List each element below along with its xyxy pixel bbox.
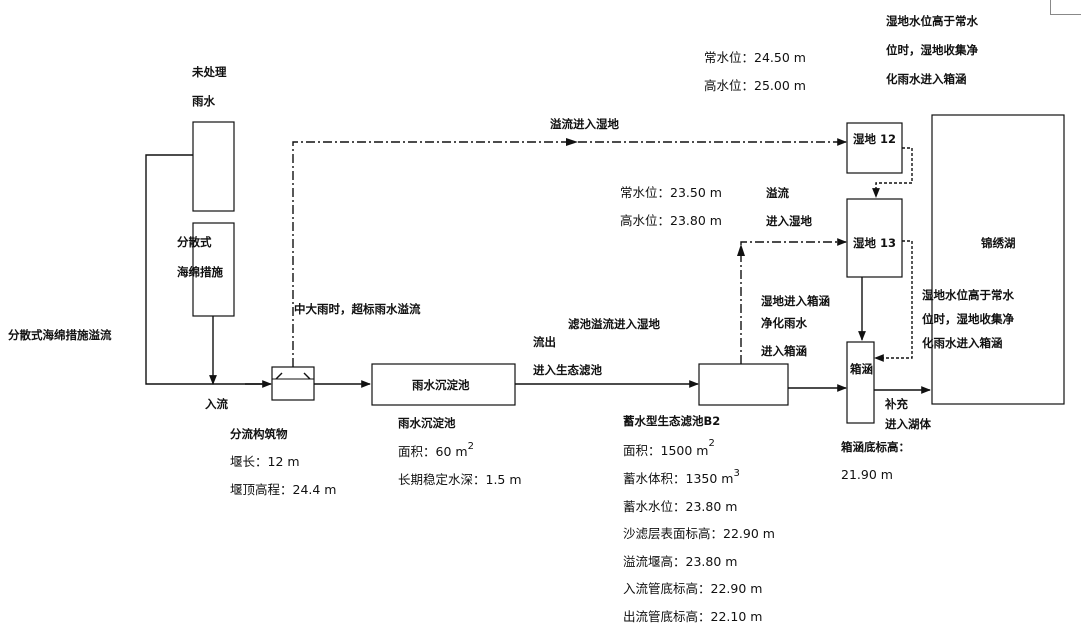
wetland-13-box (846, 198, 903, 278)
filter-up-arrowhead (737, 244, 745, 256)
label-filter-weir: 溢流堰高：23.80 m (623, 554, 737, 569)
settling-pond-box (371, 363, 516, 406)
label-into-wetland: 进入湿地 (766, 214, 812, 228)
label-inflow: 入流 (205, 397, 228, 411)
settling-box-label: 雨水沉淀池 (412, 378, 470, 392)
label-culvert: 箱涵 (850, 362, 873, 376)
culvert-box (846, 341, 875, 424)
label-filter-outlet: 出流管底标高：22.10 m (623, 609, 762, 624)
label-culvert-bottom: 箱涵底标高： (841, 440, 910, 454)
label-sponge-overflow: 分散式海绵措施溢流 (8, 328, 112, 342)
label-settling-area: 面积：60 m2 (398, 441, 474, 459)
label-rainwater: 雨水 (192, 94, 215, 108)
label-wetland-12: 湿地 12 (853, 132, 896, 146)
label-supplement: 补充 (884, 397, 908, 411)
distributed-sponge-box (192, 222, 235, 317)
label-into-lake: 进入湖体 (885, 417, 931, 431)
label-into-eco-pond: 进入生态滤池 (533, 363, 602, 377)
label-outflow: 流出 (533, 335, 556, 349)
label-mid-note-1: 湿地进入箱涵 (761, 294, 830, 308)
diversion-well-box (271, 366, 315, 401)
label-culvert-bottom-value: 21.90 m (841, 467, 893, 482)
label-wetland-13: 湿地 13 (853, 236, 896, 250)
label-high-level-13: 高水位：23.80 m (620, 213, 722, 228)
diversion-tick-left (275, 372, 283, 380)
label-sponge: 海绵措施 (177, 265, 223, 279)
eco-filter-box (698, 363, 789, 406)
wetland-12-box (846, 122, 903, 174)
label-heavy-rain: 中大雨时，超标雨水溢流 (294, 302, 421, 316)
label-overflow: 溢流 (766, 186, 789, 200)
label-note-top-1: 湿地水位高于常水 (886, 14, 978, 28)
label-weir-length: 堰长：12 m (230, 454, 300, 469)
label-lake: 锦绣湖 (981, 236, 1016, 250)
label-top-overflow: 溢流进入湿地 (550, 117, 619, 131)
lake-box (931, 114, 1065, 405)
label-high-level-12: 高水位：25.00 m (704, 78, 806, 93)
label-mid-note-3: 进入箱涵 (761, 344, 807, 358)
sponge-overflow-line (145, 154, 262, 385)
label-diversion-well: 分流构筑物 (230, 427, 288, 441)
wetland12-to-13-path (872, 147, 913, 198)
wetland13-dashed-path (874, 240, 913, 362)
label-filter-overflow-wetland: 滤池溢流进入湿地 (568, 317, 660, 331)
overflow-mid-arrow (566, 138, 578, 146)
label-filter-volume: 蓄水体积：1350 m3 (623, 468, 740, 486)
diversion-tick-right (303, 372, 311, 380)
label-filter-inlet: 入流管底标高：22.90 m (623, 581, 762, 596)
label-lake-note-1: 湿地水位高于常水 (922, 288, 1014, 302)
filter-to-wetland13-path (740, 238, 847, 364)
corner-frame (1050, 0, 1081, 15)
heavy-rain-overflow-path (292, 138, 847, 367)
label-weir-top: 堰顶高程：24.4 m (230, 482, 336, 497)
label-settling-depth: 长期稳定水深：1.5 m (398, 472, 522, 487)
label-normal-level-12: 常水位：24.50 m (704, 50, 806, 65)
label-filter-area: 面积：1500 m2 (623, 438, 715, 458)
label-distributed: 分散式 (177, 235, 212, 249)
label-filter-title: 蓄水型生态滤池B2 (623, 414, 720, 428)
label-mid-note-2: 净化雨水 (761, 316, 807, 330)
label-lake-note-2: 位时，湿地收集净 (922, 312, 1014, 326)
untreated-rainwater-box (192, 121, 235, 212)
label-normal-level-13: 常水位：23.50 m (620, 185, 722, 200)
label-settling-title: 雨水沉淀池 (398, 416, 456, 430)
label-lake-note-3: 化雨水进入箱涵 (922, 336, 1003, 350)
label-filter-sand: 沙滤层表面标高：22.90 m (623, 526, 775, 541)
label-untreated: 未处理 (191, 65, 227, 79)
label-note-top-2: 位时，湿地收集净 (886, 43, 978, 57)
label-note-top-3: 化雨水进入箱涵 (886, 72, 967, 86)
label-filter-level: 蓄水水位：23.80 m (623, 499, 737, 514)
